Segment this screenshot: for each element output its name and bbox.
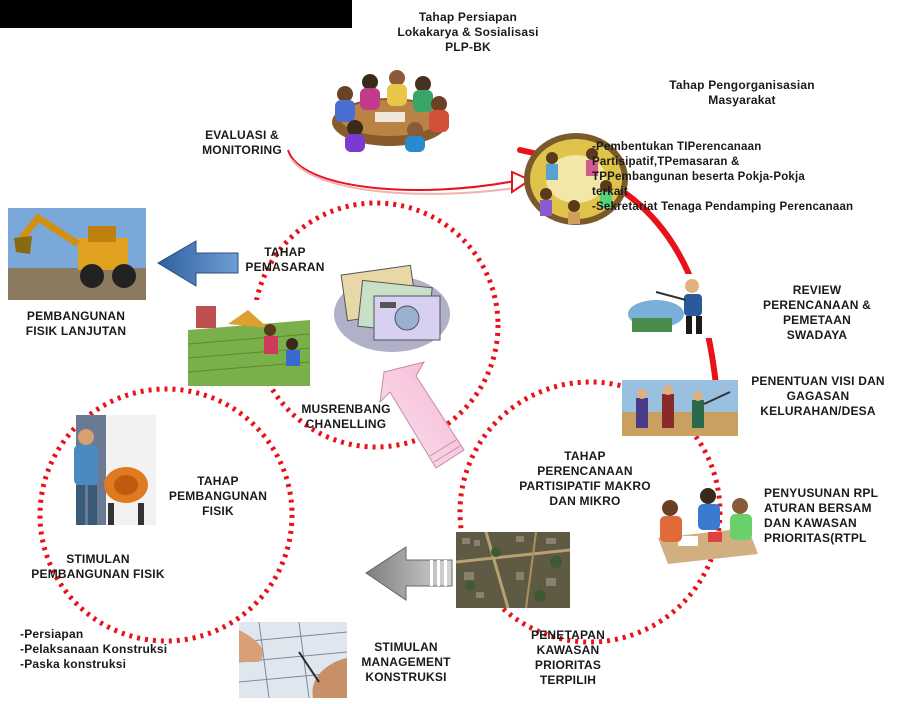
lanjutan-label: PEMBANGUNAN FISIK LANJUTAN — [25, 309, 127, 338]
planning-meeting-illustration — [648, 478, 762, 568]
stage-pengorganisasian-detail: -Pembentukan TIPerencanaan Partisipatif,… — [592, 141, 854, 213]
pembangunan-title: TAHAP PEMBANGUNAN FISIK — [168, 474, 268, 518]
stage-pengorganisasian-title: Tahap Pengorganisasian Masyarakat — [669, 78, 815, 107]
worker-illustration — [46, 415, 156, 533]
pembangunan-steps: -Persiapan -Pelaksanaan Konstruksi -Pask… — [20, 627, 168, 671]
stimulan-pembangunan-label: STIMULAN PEMBANGUNAN FISIK — [31, 552, 165, 581]
meeting-illustration — [325, 64, 455, 152]
stage-persiapan-title: Tahap Persiapan Lokakarya & Sosialisasi … — [397, 10, 539, 54]
penetapan-label: PENETAPAN KAWASAN PRIORITAS TERPILIH — [530, 628, 606, 687]
rpl-label: PENYUSUNAN RPL ATURAN BERSAM DAN KAWASAN… — [764, 486, 879, 545]
community-illustration — [522, 130, 630, 228]
evaluasi-arrow — [287, 149, 521, 191]
review-label: REVIEW PERENCANAAN & PEMETAAN SWADAYA — [763, 283, 871, 342]
arrow-to-pemasaran — [379, 361, 465, 469]
survey-illustration — [626, 274, 714, 338]
pemasaran-title: TAHAP PEMASARAN — [245, 245, 325, 274]
musrenbang-label: MUSRENBANG CHANELLING — [301, 402, 391, 431]
visi-label: PENENTUAN VISI DAN GAGASAN KELURAHAN/DES… — [751, 374, 885, 418]
aerial-photo — [456, 532, 570, 608]
circle-pembangunan — [37, 386, 295, 644]
header-bar — [0, 0, 352, 28]
vision-illustration — [622, 380, 738, 436]
circle-pemasaran — [251, 200, 501, 450]
perencanaan-title: TAHAP PERENCANAAN PARTISIPATIF MAKRO DAN… — [519, 449, 651, 508]
arrow-to-lanjutan — [157, 240, 239, 287]
excavator-photo — [8, 208, 146, 300]
farm-illustration — [188, 300, 310, 386]
evaluasi-label: EVALUASI & MONITORING — [202, 128, 282, 157]
money-illustration — [330, 256, 454, 356]
blueprint-illustration — [239, 622, 347, 698]
stimulan-manajemen-label: STIMULAN MANAGEMENT KONSTRUKSI — [361, 640, 451, 684]
